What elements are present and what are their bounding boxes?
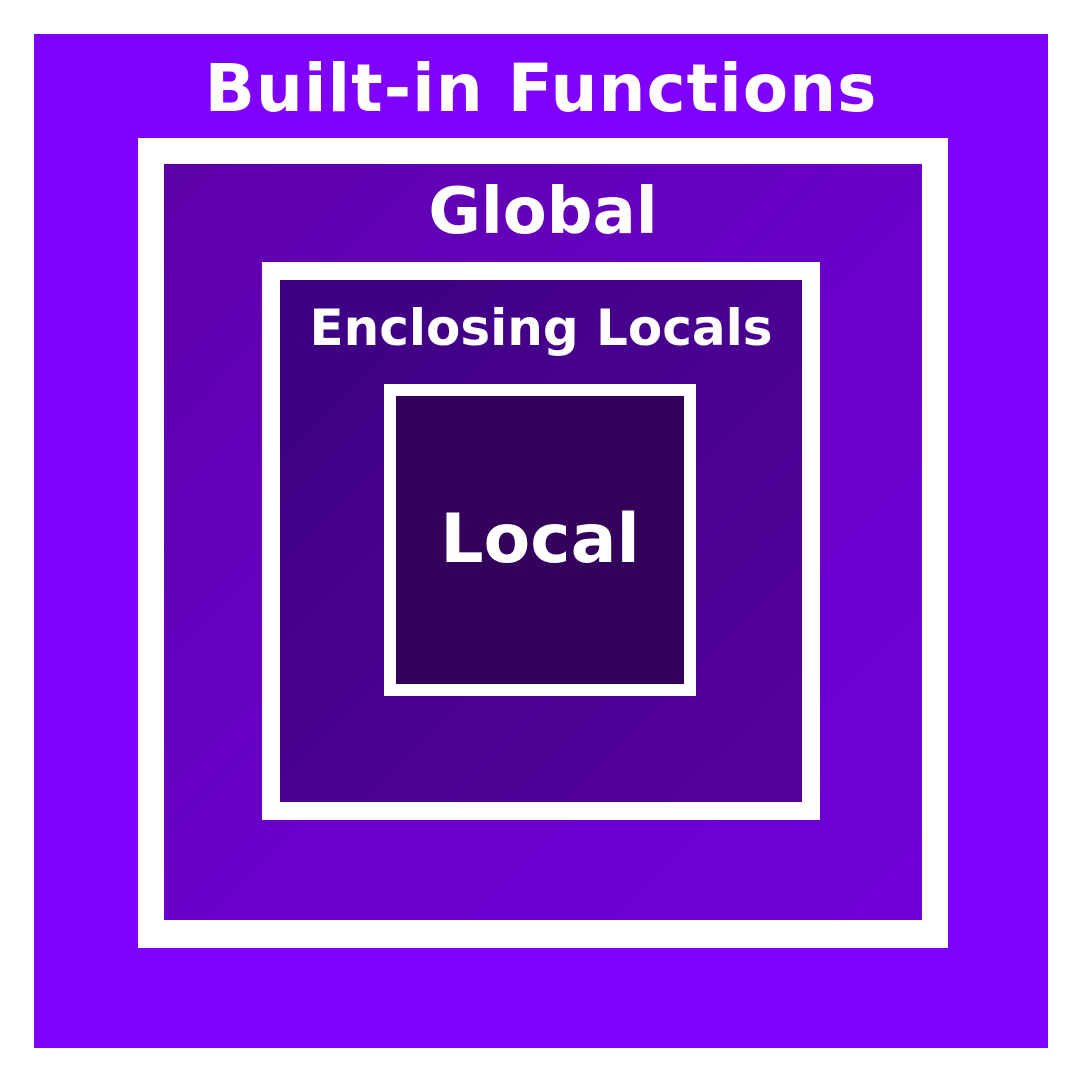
local-scope-label: Local — [440, 500, 640, 579]
local-scope-box — [396, 396, 684, 684]
builtin-scope-label: Built-in Functions — [204, 50, 878, 127]
enclosing-scope-label: Enclosing Locals — [309, 299, 773, 357]
global-scope-label: Global — [428, 175, 658, 249]
